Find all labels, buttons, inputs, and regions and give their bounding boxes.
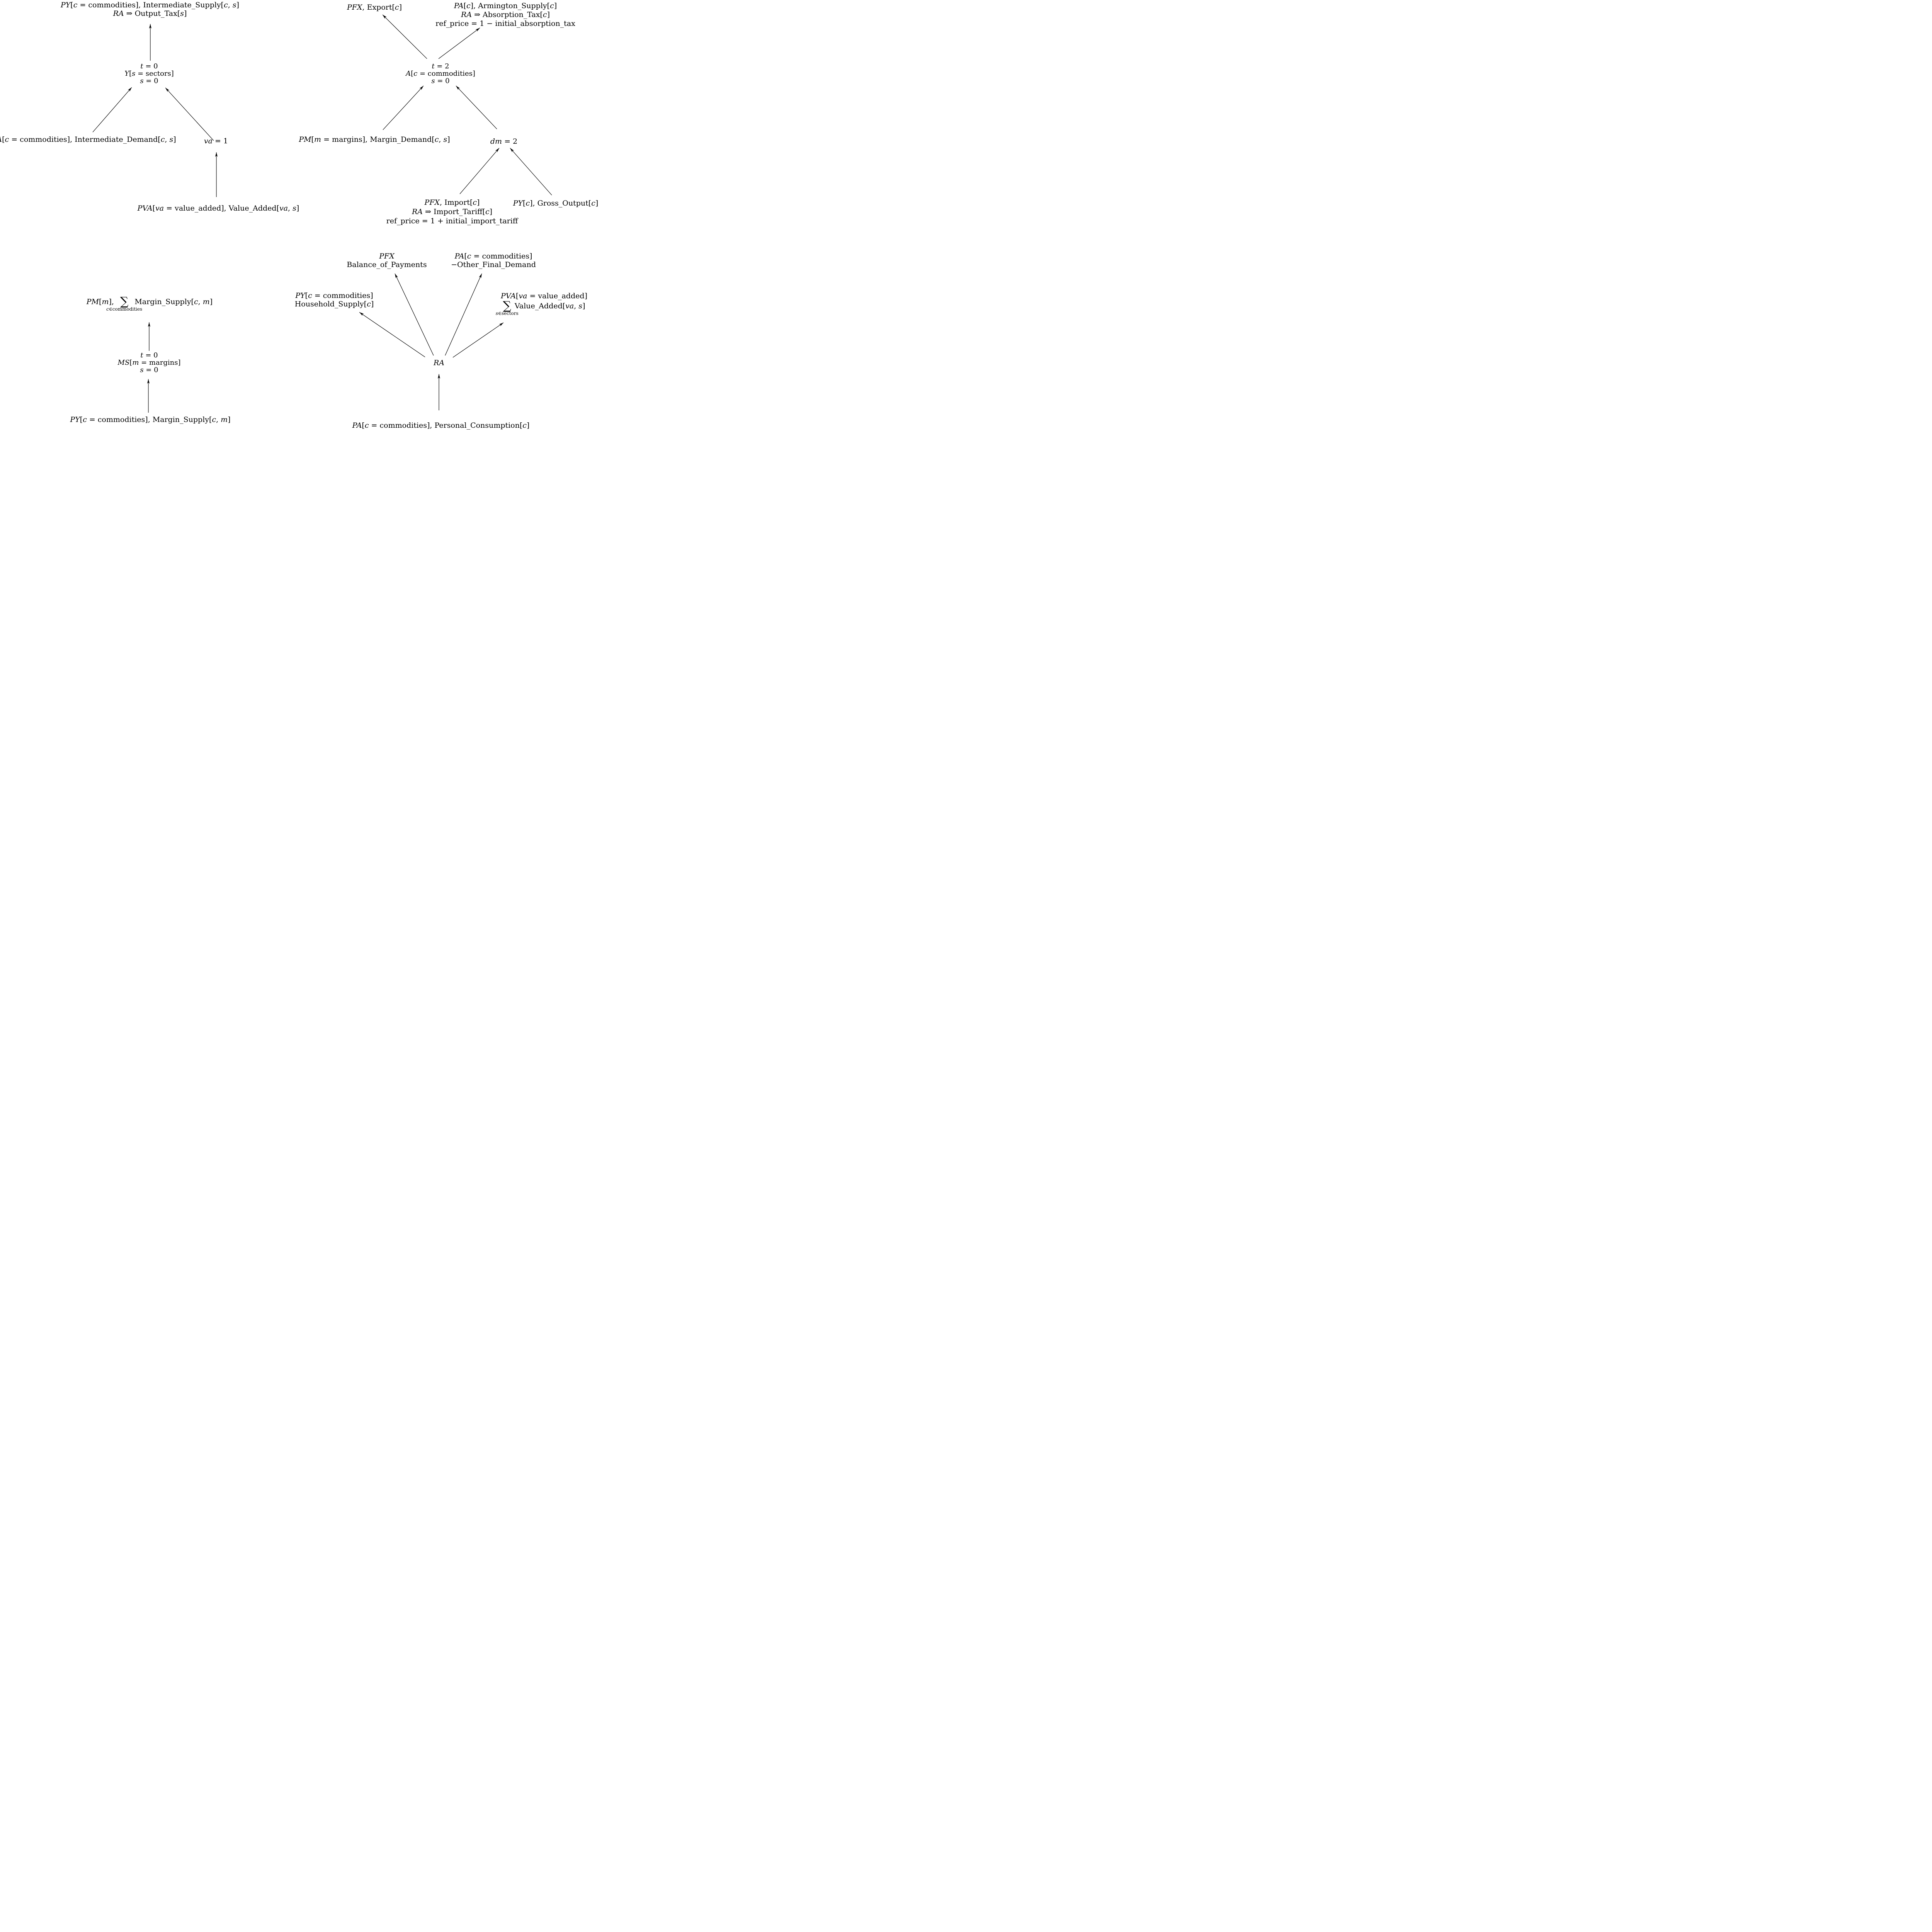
arrow-ra-other-final-demand — [445, 273, 482, 356]
production-value-added-label: PVA[va = value_added], Value_Added[va, s… — [137, 204, 299, 213]
ra-va-line1: PVA[va = value_added] — [500, 292, 588, 300]
armington-supply-line1: PA[c], Armington_Supply[c] — [454, 2, 557, 10]
margin-output-label: PM[m], ∑ c∈commodities Margin_Supply[c, … — [86, 295, 213, 312]
margin-output-suffix: Margin_Supply[c, m] — [134, 298, 213, 306]
ra-node: RA — [433, 359, 445, 367]
margin-node: t = 0 MS[m = margins] s = 0 — [118, 352, 181, 374]
armington-domestic-label: PY[c], Gross_Output[c] — [513, 199, 599, 207]
margin-node-sigma-top: t = 0 — [140, 351, 158, 359]
ra-va-sum-subscript: s∈sectors — [495, 311, 519, 316]
arrow-armington-margin-demand — [383, 85, 424, 130]
armington-nest-label: dm = 2 — [490, 137, 518, 146]
armington-import-line3: ref_price = 1 + initial_import_tariff — [386, 217, 518, 225]
ra-balance-of-payments-label: PFX Balance_of_Payments — [347, 252, 427, 269]
sum-icon: ∑ — [503, 299, 511, 313]
armington-node-sigma-top: t = 2 — [432, 62, 449, 70]
production-node: t = 0 Y[s = sectors] s = 0 — [124, 63, 174, 85]
armington-import-line1: PFX, Import[c] — [424, 198, 480, 207]
ra-personal-consumption-label: PA[c = commodities], Personal_Consumptio… — [352, 421, 530, 430]
ra-va-line2: Value_Added[va, s] — [514, 302, 585, 310]
margin-output-prefix: PM[m], — [86, 298, 114, 306]
armington-node: t = 2 A[c = commodities] s = 0 — [406, 63, 475, 85]
armington-import-line2: RA ⇒ Import_Tariff[c] — [412, 207, 493, 216]
ra-household-line2: Household_Supply[c] — [294, 300, 374, 308]
production-intermediate-demand-label: PA[c = commodities], Intermediate_Demand… — [0, 135, 176, 144]
arrow-ra-household-supply — [359, 312, 425, 357]
ra-household-line1: PY[c = commodities] — [295, 291, 373, 300]
diagram-canvas: { "colors": {"ink": "#000000", "backgrou… — [0, 0, 598, 432]
arrow-armington-export — [382, 14, 427, 59]
margin-output-sum-group: ∑ c∈commodities — [106, 295, 142, 312]
arrow-armington-nest — [456, 85, 497, 129]
ra-va-sum-row: ∑ s∈sectors Value_Added[va, s] — [496, 299, 587, 316]
ra-va-sum-group: ∑ s∈sectors — [496, 299, 519, 316]
arrow-armington-supply — [438, 27, 480, 59]
production-node-sigma-top: t = 0 — [140, 62, 158, 70]
margin-node-sigma-bottom: s = 0 — [140, 366, 158, 374]
production-node-name: Y[s = sectors] — [124, 70, 174, 78]
ra-household-supply-label: PY[c = commodities] Household_Supply[c] — [295, 291, 374, 308]
sum-icon: ∑ — [120, 295, 129, 308]
production-output-line1: PY[c = commodities], Intermediate_Supply… — [60, 1, 240, 9]
arrow-armington-domestic — [510, 148, 552, 196]
margin-input-label: PY[c = commodities], Margin_Supply[c, m] — [70, 415, 231, 424]
armington-node-sigma-bottom: s = 0 — [431, 77, 450, 85]
armington-supply-line3: ref_price = 1 − initial_absorption_tax — [435, 19, 575, 28]
arrow-production-intermediate-demand — [92, 87, 132, 133]
arrow-ra-value-added — [452, 322, 504, 358]
ra-value-added-label: PVA[va = value_added] ∑ s∈sectors Value_… — [496, 292, 588, 316]
production-output-label: PY[c = commodities], Intermediate_Supply… — [61, 1, 239, 18]
armington-margin-demand-label: PM[m = margins], Margin_Demand[c, s] — [299, 135, 450, 144]
arrow-ra-balance-of-payments — [395, 273, 434, 356]
production-output-line2: RA ⇒ Output_Tax[s] — [113, 9, 187, 18]
production-nest-label: va = 1 — [204, 137, 228, 145]
ra-ofd-line1: PA[c = commodities] — [454, 252, 532, 260]
armington-supply-line2: RA ⇒ Absorption_Tax[c] — [461, 10, 550, 19]
armington-import-label: PFX, Import[c] RA ⇒ Import_Tariff[c] ref… — [386, 198, 518, 226]
arrow-armington-import — [459, 148, 500, 194]
armington-node-name: A[c = commodities] — [406, 70, 475, 78]
production-node-sigma-bottom: s = 0 — [140, 77, 158, 85]
arrow-production-nest — [165, 87, 214, 141]
ra-other-final-demand-label: PA[c = commodities] −Other_Final_Demand — [451, 252, 536, 269]
margin-node-name: MS[m = margins] — [117, 359, 181, 367]
ra-bop-line1: PFX — [379, 252, 395, 260]
armington-export-label: PFX, Export[c] — [347, 3, 402, 12]
ra-ofd-line2: −Other_Final_Demand — [451, 260, 536, 269]
margin-output-sum-subscript: c∈commodities — [106, 306, 143, 312]
armington-supply-label: PA[c], Armington_Supply[c] RA ⇒ Absorpti… — [435, 2, 575, 28]
ra-bop-line2: Balance_of_Payments — [347, 260, 427, 269]
